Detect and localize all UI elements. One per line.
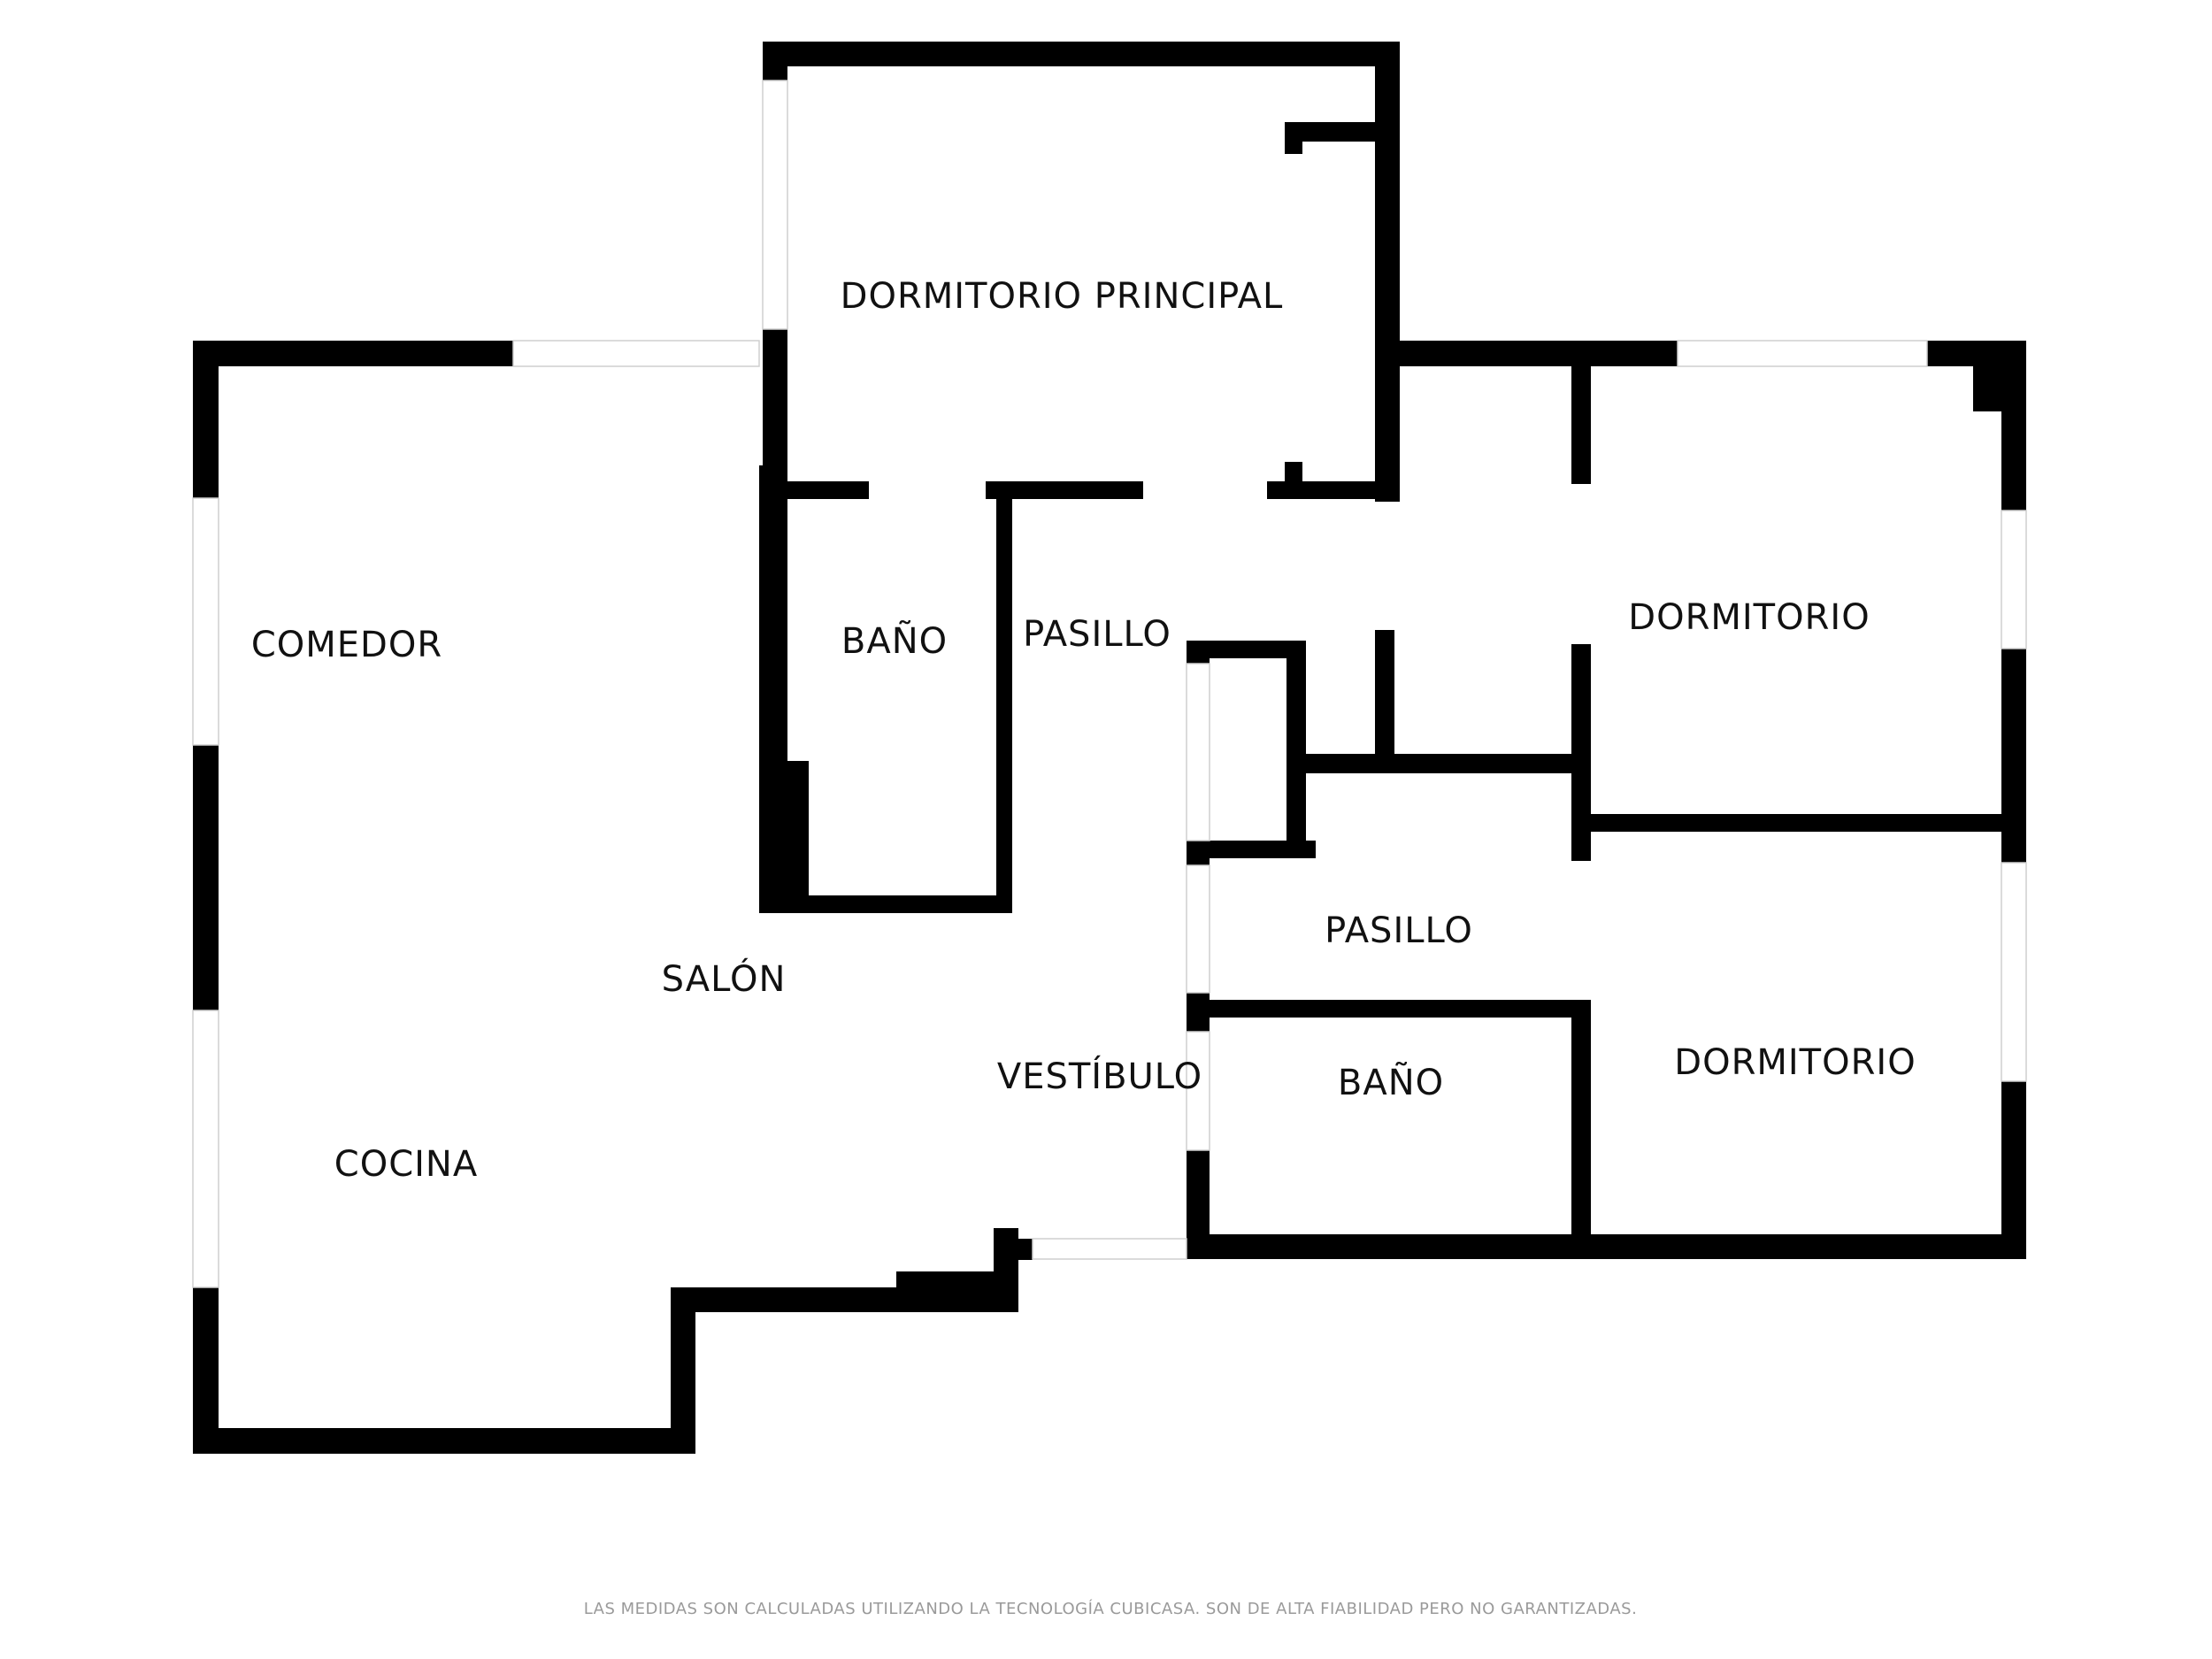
window: [1677, 340, 1928, 367]
wall: [1571, 814, 2026, 832]
wall: [763, 42, 787, 81]
window: [192, 497, 219, 746]
room-label-dormitorio: DORMITORIO: [1628, 597, 1870, 638]
wall: [996, 481, 1012, 913]
wall: [671, 1287, 695, 1454]
window: [2001, 510, 2027, 649]
wall: [1286, 754, 1591, 773]
wall: [2001, 1081, 2026, 1258]
walls: [193, 42, 2026, 1454]
wall: [1187, 1000, 1591, 1018]
door-opening: [1186, 663, 1210, 841]
window: [192, 1010, 219, 1288]
room-label-dormitorio: DORMITORIO: [1674, 1042, 1916, 1083]
window: [2001, 862, 2027, 1082]
wall: [1375, 42, 1400, 502]
wall: [1285, 122, 1302, 154]
wall: [193, 341, 219, 498]
room-label-dormitorio-principal: DORMITORIO PRINCIPAL: [841, 276, 1284, 317]
wall: [1187, 641, 1305, 658]
wall: [2001, 341, 2026, 511]
wall: [1375, 630, 1394, 761]
wall: [1187, 1150, 1210, 1259]
door-opening: [1186, 1031, 1210, 1151]
room-label-salon: SALÓN: [662, 957, 787, 1000]
room-label-bano: BAÑO: [841, 619, 948, 662]
window: [762, 80, 788, 330]
wall: [1571, 341, 1591, 484]
room-labels: DORMITORIO PRINCIPAL COMEDOR BAÑO PASILL…: [251, 276, 1916, 1185]
wall: [1187, 1234, 2026, 1259]
wall: [1187, 641, 1210, 664]
room-label-pasillo: PASILLO: [1023, 614, 1171, 655]
wall: [1187, 841, 1210, 865]
wall: [1285, 122, 1400, 142]
wall: [1571, 1000, 1591, 1258]
wall: [763, 329, 787, 465]
window: [512, 340, 760, 367]
wall: [193, 341, 513, 366]
wall: [986, 481, 1143, 499]
wall: [1267, 481, 1302, 499]
wall: [759, 895, 1012, 913]
room-label-cocina: COCINA: [334, 1144, 478, 1185]
wall: [1571, 644, 1591, 861]
wall: [1285, 481, 1400, 499]
wall: [193, 1428, 695, 1454]
wall: [1187, 841, 1316, 858]
wall: [1286, 641, 1306, 858]
disclaimer-text: LAS MEDIDAS SON CALCULADAS UTILIZANDO LA…: [584, 1599, 1638, 1618]
door-opening: [1186, 864, 1210, 994]
room-label-bano: BAÑO: [1338, 1061, 1444, 1103]
openings: [192, 80, 2027, 1288]
door-opening: [1032, 1238, 1187, 1260]
wall: [193, 1287, 219, 1454]
wall: [763, 42, 1400, 66]
room-label-comedor: COMEDOR: [251, 625, 442, 665]
wall: [193, 745, 219, 1010]
wall: [759, 481, 869, 499]
room-label-vestibulo: VESTÍBULO: [997, 1055, 1202, 1097]
wall: [759, 761, 809, 913]
wall: [994, 1239, 1033, 1260]
room-label-pasillo: PASILLO: [1325, 910, 1473, 951]
wall: [1375, 341, 1678, 366]
